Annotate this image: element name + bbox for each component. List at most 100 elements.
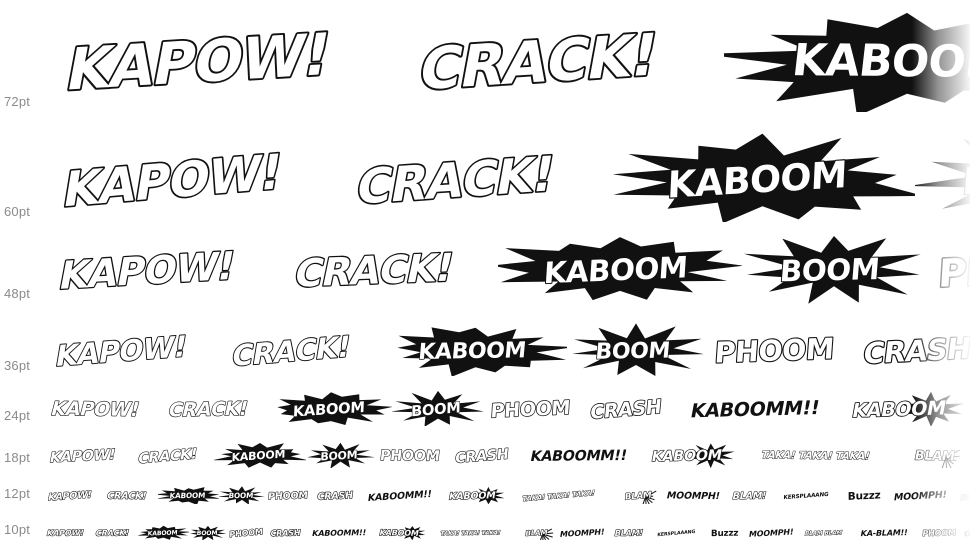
size-label: 72pt <box>4 94 31 109</box>
svg-text:BLAM: BLAM <box>913 449 956 464</box>
svg-text:BLAM!: BLAM! <box>614 527 644 537</box>
svg-text:KAPOW!: KAPOW! <box>59 144 285 218</box>
glyph-moomph: MOOMPH! <box>746 524 800 540</box>
svg-text:CRASH: CRASH <box>589 395 662 424</box>
glyph-kaboom: KABOOM <box>375 524 427 540</box>
glyph-blam: BLAM <box>903 440 970 468</box>
svg-text:BLAM: BLAM <box>525 528 548 538</box>
glyph-strip: KAPOW! CRACK! KABOOM BOOM PHOOM CRASH KABOOMM!… <box>44 485 970 504</box>
svg-text:CRACK!: CRACK! <box>106 491 148 502</box>
glyph-boom: BOOM <box>742 228 926 304</box>
svg-text:KABOOM: KABOOM <box>147 529 177 537</box>
glyph-kapow: KAPOW! <box>44 130 327 222</box>
size-label: 24pt <box>4 408 31 423</box>
glyph-kersplaaang: KERSPLAAANG <box>776 485 839 504</box>
size-label: 18pt <box>4 450 31 465</box>
svg-text:BLAM BLAM: BLAM BLAM <box>960 489 970 502</box>
glyph-buzzz: Buzzz <box>839 485 890 504</box>
svg-text:KABOOM: KABOOM <box>448 490 496 502</box>
svg-text:KAPOW!: KAPOW! <box>48 447 116 466</box>
glyph-buzzz: Buzzz <box>704 524 746 540</box>
glyph-crack: CRACK! <box>214 319 384 376</box>
glyph-kapow: KAPOW! <box>44 8 384 112</box>
glyph-kaboomm: KABOOMM!! <box>521 440 643 468</box>
glyph-kaboom: KABOOM <box>384 319 567 376</box>
svg-text:KABOOM: KABOOM <box>790 35 970 88</box>
glyph-blam-blam: BLAM BLAM <box>955 485 970 504</box>
svg-text:KABOOMM!!: KABOOMM!! <box>529 448 628 465</box>
svg-text:BOOM: BOOM <box>320 448 358 463</box>
glyph-taka-taka-taka: TAKA! TAKA! TAKA! <box>506 485 617 504</box>
glyph-kapow: KAPOW! <box>44 485 101 504</box>
glyph-blam: BLAM <box>617 485 663 504</box>
svg-text:KABOOM: KABOOM <box>417 338 527 365</box>
glyph-grrrrrr: GRRRRRR <box>960 524 970 540</box>
size-label: 12pt <box>4 486 31 501</box>
glyph-crash: CRASH <box>267 524 307 540</box>
glyph-kapow: KAPOW! <box>44 388 157 426</box>
svg-text:GRRRRRR: GRRRRRR <box>963 527 970 539</box>
glyph-kapow: KAPOW! <box>44 228 271 304</box>
svg-text:CRACK!: CRACK! <box>230 329 353 373</box>
svg-text:KABOOM: KABOOM <box>293 399 365 421</box>
svg-text:BOOM: BOOM <box>779 252 881 288</box>
svg-text:MOOMPH!: MOOMPH! <box>665 490 720 502</box>
svg-text:KABOOM: KABOOM <box>850 396 947 422</box>
svg-text:CRASH: CRASH <box>270 528 301 538</box>
svg-text:CRASH: CRASH <box>454 447 509 467</box>
glyph-phoom: PHOOM <box>375 440 448 468</box>
svg-text:TAKA! TAKA! TAKA!: TAKA! TAKA! TAKA! <box>440 530 501 537</box>
svg-text:CRASH: CRASH <box>862 331 970 371</box>
svg-text:CRACK!: CRACK! <box>166 397 250 421</box>
svg-text:KABOOM: KABOOM <box>231 447 285 464</box>
glyph-strip: KAPOW!CRACK!KABOOMBOOMPHOOMCRASHKABOOMM!… <box>44 130 970 222</box>
svg-text:BOOM: BOOM <box>594 339 670 365</box>
svg-text:Buzzz: Buzzz <box>848 489 881 502</box>
svg-text:PHOOM: PHOOM <box>379 448 440 465</box>
glyph-phoom: PHOOM <box>227 524 267 540</box>
glyph-blam: BLAM! <box>728 485 776 504</box>
glyph-crash: CRASH <box>313 485 361 504</box>
svg-text:KAPOW!: KAPOW! <box>53 329 189 373</box>
svg-text:KA-BLAM!!: KA-BLAM!! <box>860 527 909 538</box>
svg-text:TAKA! TAKA! TAKA!: TAKA! TAKA! TAKA! <box>522 488 596 503</box>
glyph-kaboom: KABOOM <box>443 485 506 504</box>
svg-text:PHOOM: PHOOM <box>268 490 308 502</box>
glyph-ka-blam: KA-BLAM!! <box>852 524 920 540</box>
glyph-strip: KAPOW!CRACK!KABOOMBOOMPHOOMCRASHKABOOMM!… <box>44 228 970 304</box>
glyph-boom: BOOM <box>189 524 227 540</box>
glyph-kaboom: KABOOM <box>610 130 915 222</box>
svg-text:BOOM: BOOM <box>228 491 253 500</box>
glyph-taka-taka-taka: TAKA! TAKA! TAKA! <box>966 388 970 426</box>
glyph-crack: CRACK! <box>157 388 270 426</box>
glyph-phoom: PHOOM <box>484 388 581 426</box>
glyph-taka-taka-taka: TAKA! TAKA! TAKA! <box>427 524 519 540</box>
glyph-crash: CRASH <box>850 319 970 376</box>
glyph-kaboomm: KABOOMM!! <box>678 388 841 426</box>
svg-text:KABOOMM!!: KABOOMM!! <box>367 489 432 504</box>
svg-text:KABOOM: KABOOM <box>543 250 689 290</box>
glyph-phoom: PHOOM <box>705 319 850 376</box>
size-label: 48pt <box>4 286 31 301</box>
glyph-boom: BOOM <box>567 319 705 376</box>
glyph-kaboom: KABOOM <box>270 388 392 426</box>
svg-text:KABOOMM!!: KABOOMM!! <box>689 396 822 422</box>
glyph-blam: BLAM! <box>611 524 651 540</box>
waterfall-row: 12pt KAPOW! CRACK! KABOOM BOOM PHOOM CRASH KABO… <box>0 470 970 504</box>
svg-text:CRASH: CRASH <box>317 490 354 502</box>
glyph-kapow: KAPOW! <box>44 440 129 468</box>
glyph-kersplaaang: KERSPLAAANG <box>651 524 704 540</box>
waterfall-row: 60ptKAPOW!CRACK!KABOOMBOOMPHOOMCRASHKABO… <box>0 130 970 222</box>
waterfall-row: 48ptKAPOW!CRACK!KABOOMBOOMPHOOMCRASHKABO… <box>0 226 970 304</box>
svg-text:PHOOM: PHOOM <box>937 245 970 297</box>
glyph-kaboom: KABOOM <box>498 228 742 304</box>
svg-text:CRACK!: CRACK! <box>95 528 130 538</box>
svg-text:MOOMPH!: MOOMPH! <box>559 526 605 538</box>
glyph-crash: CRASH <box>581 388 678 426</box>
